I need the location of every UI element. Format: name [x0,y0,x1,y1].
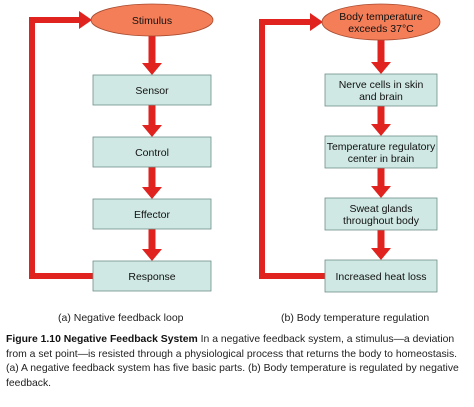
diagram-b-body-temp-ellipse [321,3,441,41]
diagram-b-arrow-shaft-1 [377,40,385,64]
diagram-a-arrow-shaft-3 [148,167,156,189]
diagram-a-arrow-shaft-1 [148,36,156,65]
diagram-b-arrow-head-1 [371,62,391,74]
figure-caption: Figure 1.10 Negative Feedback System In … [6,333,468,391]
diagram-a-arrow-shaft-4 [148,229,156,251]
diagram-b-heat-loss-label: Increased heat loss [335,271,426,283]
diagram-b-nerve-cells-label-line-1: Nerve cells in skin [339,79,424,91]
diagram-a-arrow-head-1 [142,63,162,75]
diagram-b-sweat-glands-label-line-2: throughout body [343,215,420,227]
diagram-b-feedback-loop-line [259,19,325,279]
diagram-a-stimulus-label: Stimulus [132,15,172,27]
diagram-b-nerve-cells-box [324,73,438,107]
diagram-a-sensor-box [92,74,212,106]
diagram-b-temp-center-label-line-1: Temperature regulatory [327,141,436,153]
diagram-a-control-label: Control [135,147,169,159]
diagram-b-arrow-head-4 [371,248,391,260]
diagram-a-effector-label: Effector [134,209,170,221]
diagram-a-feedback-loop-line [29,17,93,279]
diagram-b-arrow-head-3 [371,186,391,198]
diagram-a-arrow-head-4 [142,249,162,261]
diagram-b-body-temp-label-line-1: Body temperature [339,11,423,23]
diagram-b-body-temp-label-line-2: exceeds 37°C [348,23,414,35]
diagram-b-temp-center-box [324,135,438,169]
diagram-b-arrow-shaft-4 [377,230,385,250]
diagram-b-label: (b) Body temperature regulation [281,312,430,324]
caption-title: Figure 1.10 Negative Feedback System [6,334,198,345]
diagram-a-sensor-label: Sensor [135,85,169,97]
diagram-b-sweat-glands-box [324,197,438,231]
diagram-a-feedback-loop-arrowhead [79,11,92,29]
caption-text: In a negative feedback system, a stimulu… [6,334,459,389]
diagram-a-control-box [92,136,212,168]
diagram-a-response-box [92,260,212,292]
diagram-a-effector-box [92,198,212,230]
diagram-a-response-label: Response [128,271,175,283]
diagram-a-arrow-shaft-2 [148,105,156,127]
diagram-b-sweat-glands-label-line-1: Sweat glands [349,203,412,215]
diagram-a-arrow-head-2 [142,125,162,137]
diagram-a-stimulus-ellipse [90,3,214,37]
diagram-b-arrow-head-2 [371,124,391,136]
diagram-a-label: (a) Negative feedback loop [58,312,184,324]
diagram-b-temp-center-label-line-2: center in brain [348,153,415,165]
diagram-b-nerve-cells-label-line-2: and brain [359,91,403,103]
diagram-b-heat-loss-box [324,259,438,293]
diagram-b-arrow-shaft-2 [377,106,385,126]
diagram-b-arrow-shaft-3 [377,168,385,188]
diagram-b-feedback-loop-arrowhead [310,13,323,31]
diagram-a-arrow-head-3 [142,187,162,199]
